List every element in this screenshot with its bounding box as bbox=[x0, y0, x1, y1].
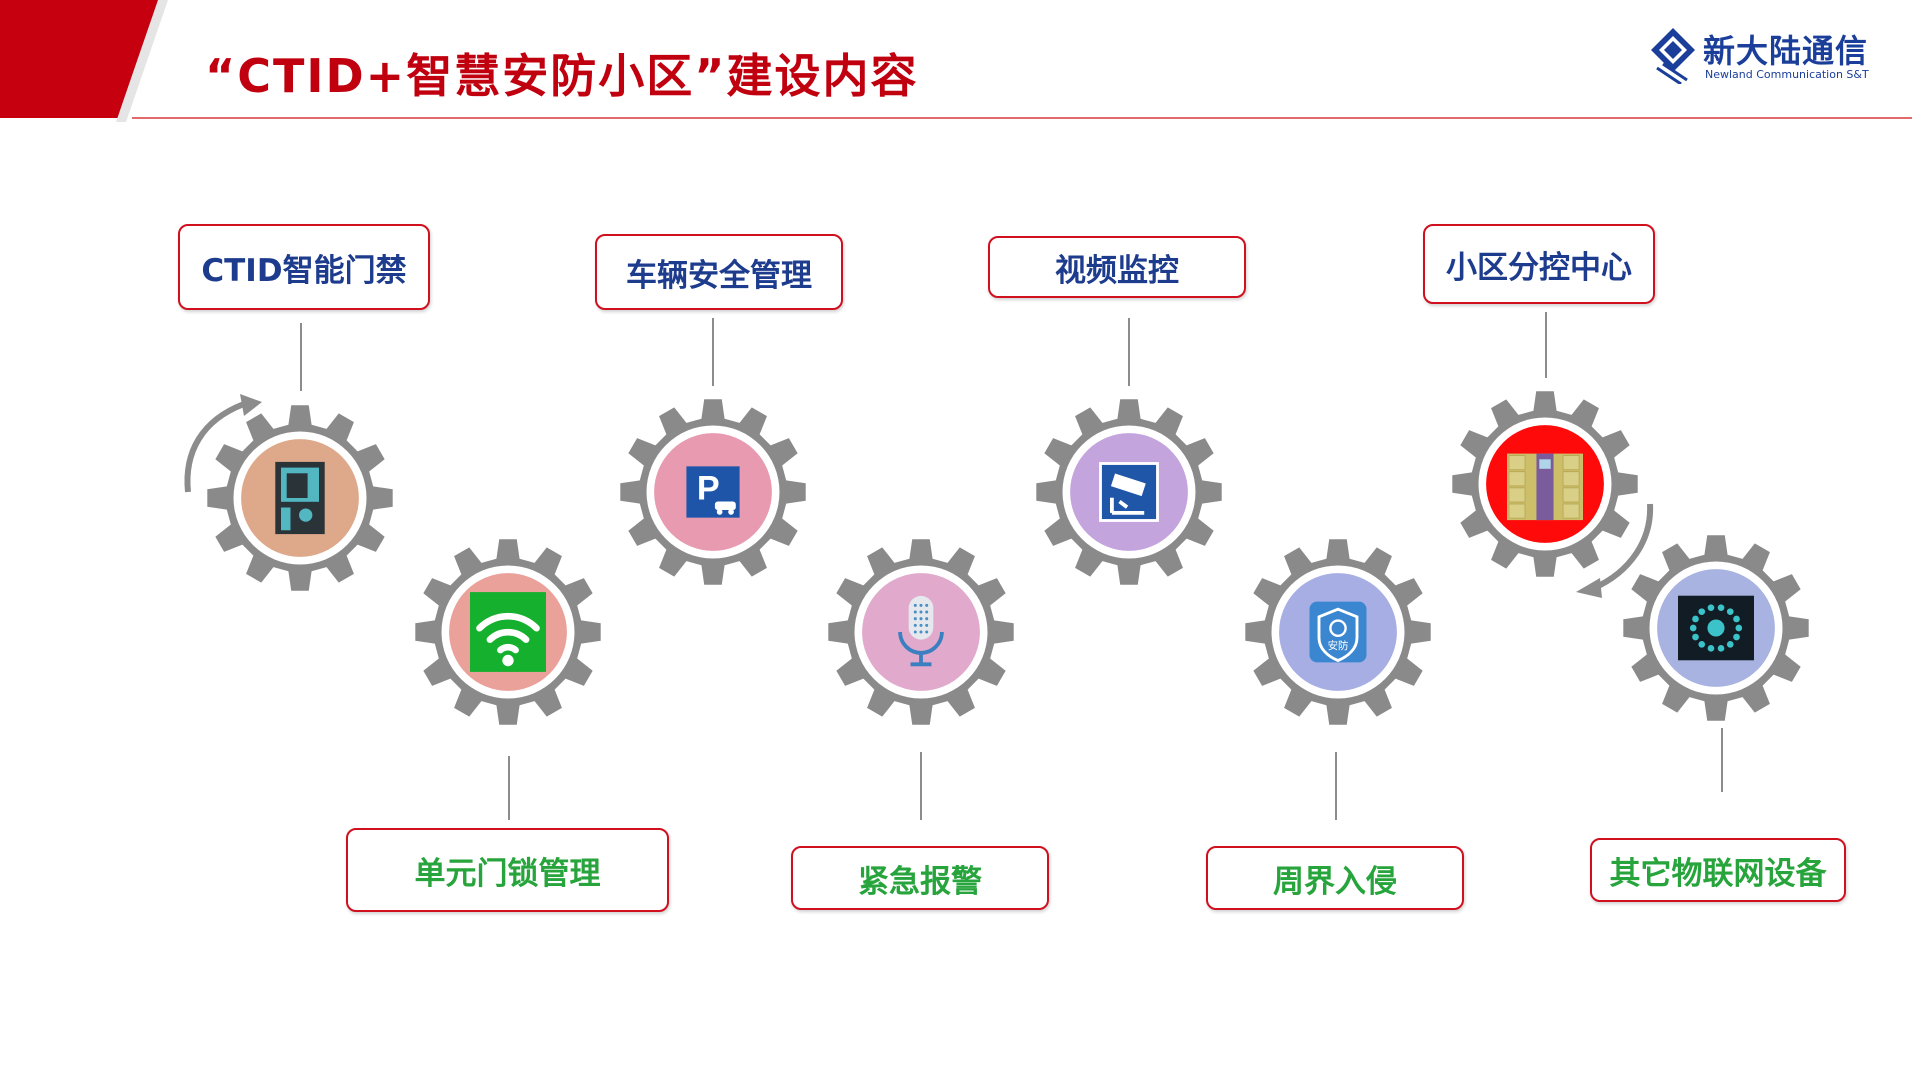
connector-line bbox=[1335, 752, 1337, 820]
brand-name-en: Newland Communication S&T bbox=[1705, 68, 1869, 81]
iot-network-icon bbox=[1678, 595, 1754, 661]
svg-text:P: P bbox=[697, 470, 720, 508]
label-perimeter-intrusion: 周界入侵 bbox=[1206, 846, 1464, 910]
page-title: “CTID+智慧安防小区”建设内容 bbox=[205, 49, 919, 103]
gear-perimeter-intrusion: 安防 bbox=[1245, 539, 1431, 725]
gear-emergency-alarm bbox=[828, 539, 1014, 725]
connector-line bbox=[1128, 318, 1130, 386]
gear-ctid-access bbox=[207, 405, 393, 591]
title-divider bbox=[132, 117, 1912, 119]
control-cabinet-icon bbox=[1507, 453, 1583, 521]
connector-line bbox=[1545, 312, 1547, 378]
gear-video-surveillance bbox=[1036, 399, 1222, 585]
surveillance-camera-icon bbox=[1099, 462, 1159, 522]
gear-unit-lock bbox=[415, 539, 601, 725]
corner-decoration bbox=[0, 0, 168, 122]
microphone-icon bbox=[898, 595, 944, 667]
rotation-arrow-icon bbox=[184, 394, 262, 493]
shield-label: 安防 bbox=[1328, 639, 1349, 652]
connector-line bbox=[508, 756, 510, 820]
rotation-arrow-icon bbox=[1576, 503, 1654, 598]
newland-logo-icon bbox=[1651, 28, 1695, 84]
parking-icon: P bbox=[686, 466, 740, 518]
connector-line bbox=[300, 323, 302, 391]
label-ctid-access: CTID智能门禁 bbox=[178, 224, 430, 310]
label-video-surveillance: 视频监控 bbox=[988, 236, 1246, 298]
security-shield-icon: 安防 bbox=[1309, 601, 1367, 663]
gear-control-center bbox=[1452, 391, 1638, 577]
door-access-terminal-icon bbox=[275, 461, 325, 535]
wifi-icon bbox=[470, 592, 546, 672]
connector-line bbox=[712, 318, 714, 386]
label-unit-lock: 单元门锁管理 bbox=[346, 828, 669, 912]
brand-logo: 新大陆通信 Newland Communication S&T bbox=[1651, 26, 1886, 86]
label-vehicle-safety: 车辆安全管理 bbox=[595, 234, 843, 310]
connector-line bbox=[1721, 728, 1723, 792]
label-emergency-alarm: 紧急报警 bbox=[791, 846, 1049, 910]
label-control-center: 小区分控中心 bbox=[1423, 224, 1655, 304]
gear-other-iot bbox=[1623, 535, 1809, 721]
connector-line bbox=[920, 752, 922, 820]
brand-name-cn: 新大陆通信 bbox=[1703, 32, 1869, 70]
gear-vehicle-safety: P bbox=[620, 399, 806, 585]
label-other-iot: 其它物联网设备 bbox=[1590, 838, 1846, 902]
